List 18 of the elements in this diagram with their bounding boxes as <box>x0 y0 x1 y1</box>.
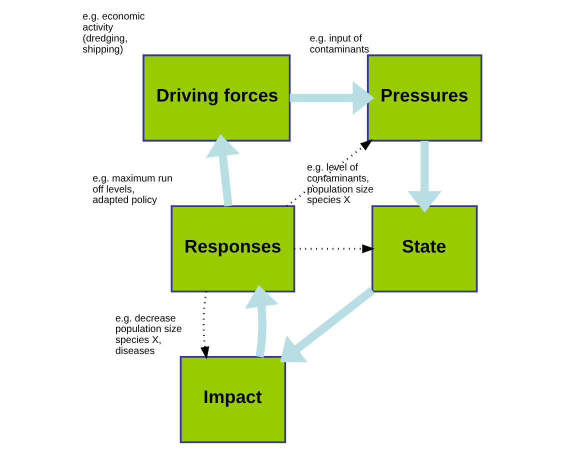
arrow <box>294 244 375 254</box>
arrow <box>244 285 278 358</box>
arrow <box>290 81 374 116</box>
node-box: Pressures <box>366 54 482 142</box>
node-label: e.g. maximum run off levels, adapted policy <box>92 173 173 206</box>
node-box: Responses <box>170 205 296 292</box>
node-box: Impact <box>180 356 286 444</box>
node-label: e.g. input of contaminants <box>310 34 370 56</box>
node-label: e.g. level of contaminants, population size species X <box>306 162 374 206</box>
arrow <box>206 134 240 206</box>
arrow <box>408 140 442 213</box>
node-box: Driving forces <box>142 54 291 142</box>
arrow <box>280 287 375 362</box>
node-label: e.g. decrease population size species X, diseases <box>115 313 182 357</box>
arrow <box>200 291 210 360</box>
arrow <box>286 139 373 207</box>
node-label: e.g. economic activity (dredging, shipping) <box>82 12 145 56</box>
node-box: State <box>371 205 478 292</box>
